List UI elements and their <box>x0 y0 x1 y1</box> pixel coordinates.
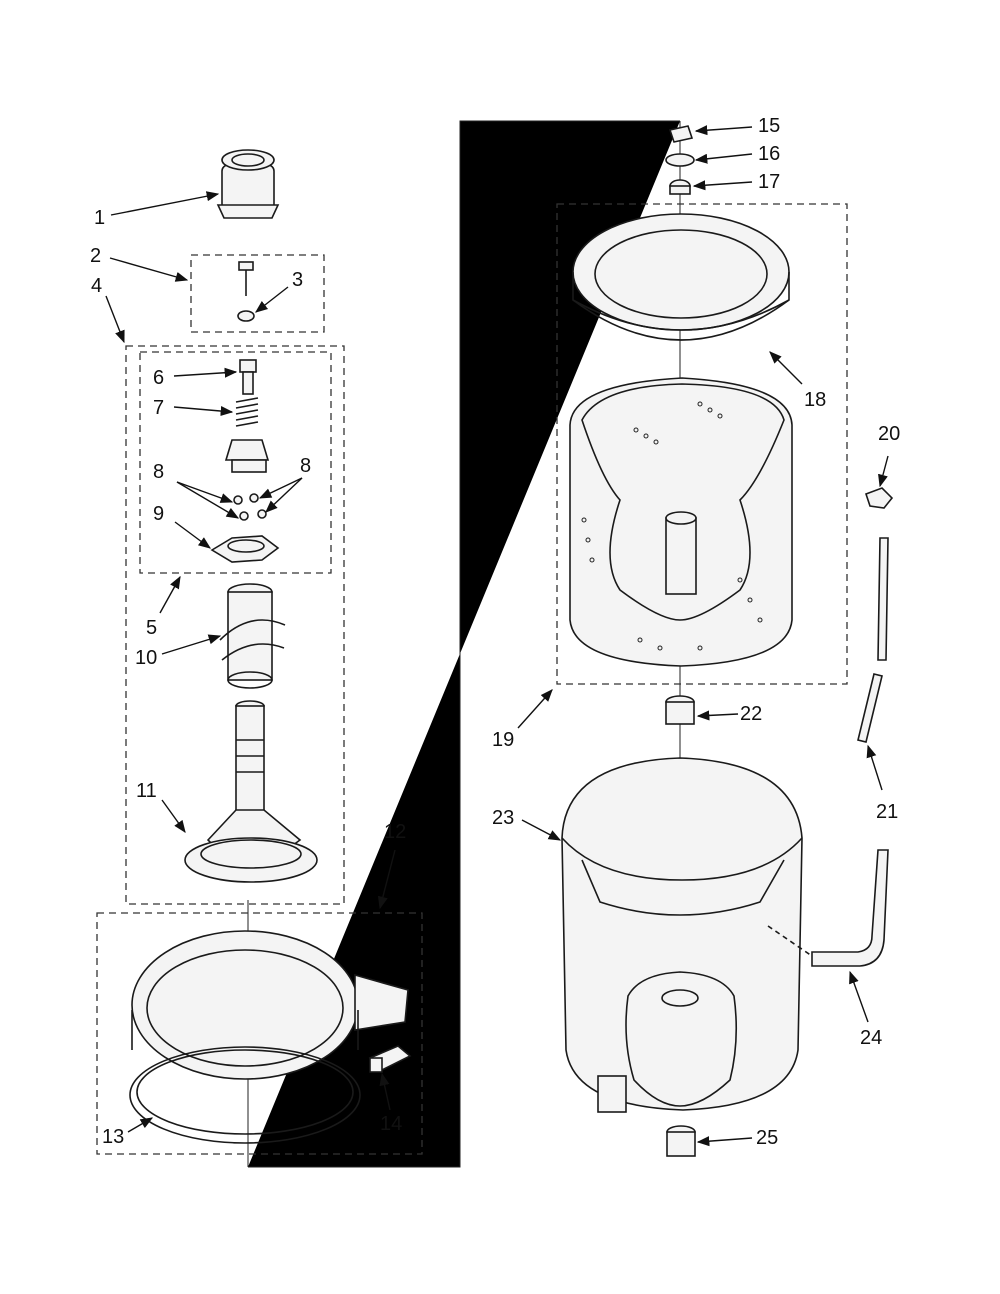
leader-2 <box>109 257 189 282</box>
leader-19 <box>517 689 553 729</box>
part-1-agitator-cap <box>216 149 280 219</box>
part-25-bushing <box>666 1125 696 1157</box>
callout-8a: 8 <box>153 461 164 483</box>
part-17-hub-nut <box>669 179 691 195</box>
callout-23: 23 <box>492 807 514 829</box>
leader-3 <box>255 286 289 313</box>
callout-12: 12 <box>384 821 406 843</box>
callout-9: 9 <box>153 503 164 525</box>
callout-4: 4 <box>91 275 102 297</box>
callout-3: 3 <box>292 269 303 291</box>
part-15-spanner <box>668 125 694 143</box>
assembly-box-5 <box>139 351 332 574</box>
part-13-tub-seal <box>129 1046 361 1144</box>
callout-13: 13 <box>102 1126 124 1148</box>
part-23-outer-tub <box>561 757 803 1113</box>
assembly-box-12 <box>96 912 423 1155</box>
leader-10 <box>161 634 222 655</box>
kit-box-2 <box>190 254 325 333</box>
leader-8a <box>176 481 234 503</box>
leader-15 <box>694 125 753 136</box>
leader-7 <box>173 406 234 417</box>
part-19-basket <box>569 377 793 667</box>
leader-20 <box>878 455 889 488</box>
part-14-clip <box>368 1045 412 1073</box>
leader-12 <box>377 849 396 910</box>
callout-21: 21 <box>876 801 898 823</box>
callout-25: 25 <box>756 1127 778 1149</box>
leader-9 <box>174 521 212 549</box>
leader-1 <box>110 191 220 216</box>
part-6-cap-screw <box>239 359 257 395</box>
part-18-balance-ring <box>572 213 790 341</box>
callout-14: 14 <box>380 1113 402 1135</box>
callout-18: 18 <box>804 389 826 411</box>
leader-8b <box>258 477 303 499</box>
leader-25 <box>696 1136 753 1147</box>
callout-5: 5 <box>146 617 157 639</box>
callout-10: 10 <box>135 647 157 669</box>
part-9-cam <box>210 535 280 563</box>
callout-6: 6 <box>153 367 164 389</box>
part-12-tub-ring <box>131 930 409 1080</box>
connector-line <box>248 120 680 1168</box>
part-24-drain-hose <box>767 849 889 967</box>
callout-24: 24 <box>860 1027 882 1049</box>
leader-6 <box>173 367 238 378</box>
assembly-box-19 <box>556 203 848 685</box>
part-8-dogs <box>224 439 270 521</box>
part-11-agitator-base <box>184 700 318 883</box>
callout-16: 16 <box>758 143 780 165</box>
leader-24 <box>849 970 869 1023</box>
part-16-washer <box>665 153 695 167</box>
leader-5 <box>159 575 181 614</box>
leader-16 <box>694 153 753 164</box>
callout-2: 2 <box>90 245 101 267</box>
callout-1: 1 <box>94 207 105 229</box>
leader-13 <box>127 1117 154 1133</box>
callout-22: 22 <box>740 703 762 725</box>
leader-14 <box>379 1072 391 1111</box>
part-21-hose <box>857 537 889 743</box>
part-7-spring <box>235 397 259 427</box>
callout-15: 15 <box>758 115 780 137</box>
part-2-bolt <box>237 261 255 322</box>
part-20-hose-clamp <box>864 487 894 509</box>
leader-8a2 <box>176 481 240 519</box>
leader-18 <box>769 351 803 385</box>
part-22-bearing <box>665 695 695 725</box>
callout-8b: 8 <box>300 455 311 477</box>
part-10-auger <box>219 583 286 689</box>
leader-23 <box>521 819 562 841</box>
leader-4 <box>105 295 125 344</box>
leader-17 <box>692 180 753 191</box>
leader-8b2 <box>265 477 303 513</box>
callout-7: 7 <box>153 397 164 419</box>
callout-11: 11 <box>136 780 157 802</box>
leader-11 <box>161 799 186 834</box>
callout-19: 19 <box>492 729 514 751</box>
leader-22 <box>696 710 739 721</box>
assembly-box-4 <box>125 345 345 905</box>
callout-20: 20 <box>878 423 900 445</box>
leader-21 <box>866 744 883 791</box>
callout-17: 17 <box>758 171 780 193</box>
